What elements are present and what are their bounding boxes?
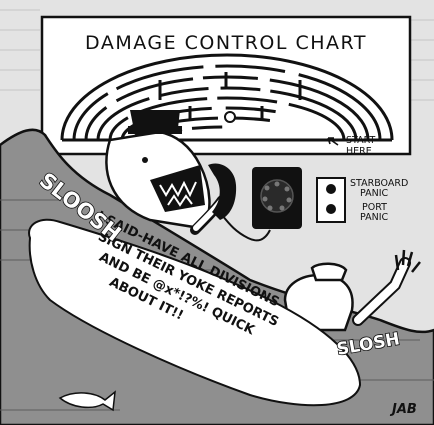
panel-label-starboard-panic: PANIC [360,188,389,199]
wall-hatching [0,9,434,101]
telephone-handset-icon [208,163,237,220]
start-label-line1: START [346,135,376,146]
officer-cap-icon [130,110,180,130]
officer-mouth [150,165,205,212]
sailor-hat-icon [310,262,348,282]
sailor-character [283,249,421,332]
start-arrow-icon [327,137,339,146]
panel-label-port: PORT [362,202,387,213]
speech-balloon [28,218,362,407]
fish-icon-2 [58,390,116,412]
phone-cord [221,214,271,242]
officer-eye [142,157,148,163]
officer-cap-brim [128,126,182,134]
port-panic-button-icon [326,204,336,214]
panel-label-port-panic: PANIC [360,212,389,223]
panel-label-starboard: STARBOARD [350,178,408,189]
chart-title: DAMAGE CONTROL CHART [85,32,367,54]
artist-signature: JAB [389,402,417,417]
starboard-panic-button-icon [326,184,336,194]
sailor-hand-icon [394,249,421,273]
wall-telephone [252,167,302,229]
panic-panel: STARBOARD PANIC PORT PANIC [316,177,408,223]
damage-control-chart: DAMAGE CONTROL CHART START HERE [40,15,412,157]
start-label-line2: HERE [346,146,372,157]
maze-center-icon [224,111,236,123]
officer-teeth [159,180,197,207]
officer-character [105,110,237,235]
